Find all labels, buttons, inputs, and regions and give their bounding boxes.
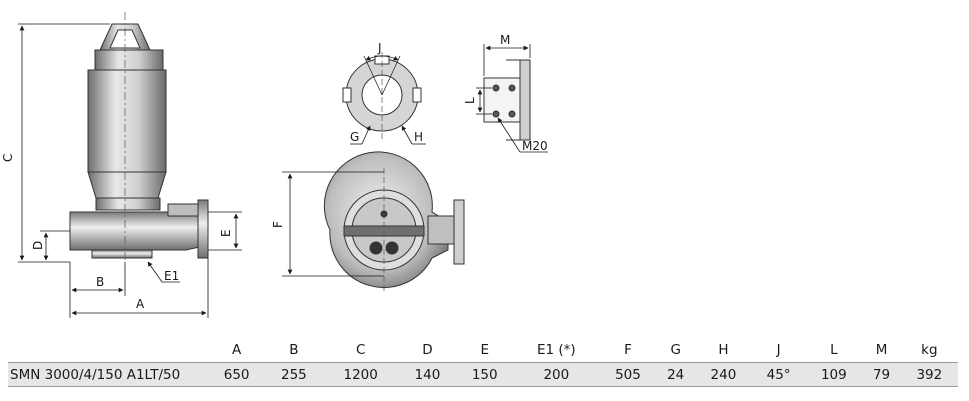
- side-dimensions: [18, 23, 242, 318]
- table-header-cell: M: [875, 342, 888, 358]
- table-cell: 240: [694, 362, 753, 387]
- table-cell: 79: [862, 362, 901, 387]
- label-m20: M20: [522, 139, 548, 153]
- table-header-cell: F: [624, 342, 632, 358]
- label-j: J: [377, 41, 382, 55]
- table-cell: 24: [656, 362, 695, 387]
- table-cell: 150: [456, 362, 514, 387]
- table-header-cell: J: [776, 342, 781, 358]
- label-b: B: [96, 275, 104, 289]
- table-cell: 392: [900, 362, 958, 387]
- table-cell: 505: [599, 362, 657, 387]
- table-cell: 255: [265, 362, 323, 387]
- label-g: G: [350, 130, 359, 144]
- label-a: A: [136, 297, 145, 311]
- label-c: C: [1, 154, 15, 162]
- table-header-cell: D: [422, 342, 433, 358]
- label-e: E: [219, 229, 233, 237]
- label-f: F: [271, 221, 285, 228]
- table-header-cell: G: [670, 342, 681, 358]
- top-view-jgh: [342, 52, 422, 140]
- table-header-cell: A: [232, 342, 242, 358]
- plan-view: [323, 151, 465, 292]
- table-header-cell: L: [830, 342, 838, 358]
- table-header-cell: E1 (*): [537, 342, 576, 358]
- label-l: L: [463, 97, 477, 104]
- table-row: SMN 3000/4/150 A1LT/50 650 255 1200 140 …: [8, 362, 958, 387]
- table-cell: 1200: [322, 362, 399, 387]
- table-cell: 650: [208, 362, 266, 387]
- table-header-cell: C: [355, 342, 366, 358]
- pump-side-view: [69, 12, 209, 268]
- label-m: M: [500, 33, 510, 47]
- plan-dimensions: [282, 171, 384, 277]
- table-header-cell: [8, 339, 208, 363]
- flange-dimensions: [476, 44, 548, 153]
- table-cell-model: SMN 3000/4/150 A1LT/50: [8, 362, 208, 387]
- specification-table: A B C D E E1 (*) F G H J L M kg SMN 3000…: [8, 339, 958, 387]
- label-d: D: [31, 241, 45, 250]
- table-cell: 109: [805, 362, 863, 387]
- table-header-cell: kg: [921, 342, 938, 358]
- table-header-cell: H: [718, 342, 729, 358]
- table-header-cell: B: [289, 342, 299, 358]
- flange-detail: [483, 59, 531, 141]
- table-cell: 45°: [752, 362, 806, 387]
- label-h: H: [414, 130, 423, 144]
- table-cell: 140: [398, 362, 457, 387]
- table-cell: 200: [513, 362, 600, 387]
- technical-drawing: C D E B A E1 J G H M L M20 F: [1, 12, 548, 318]
- label-e1: E1: [164, 269, 179, 283]
- top-view-dimensions: [350, 55, 426, 145]
- table-header-cell: E: [480, 342, 489, 358]
- table-header-row: A B C D E E1 (*) F G H J L M kg: [8, 339, 958, 363]
